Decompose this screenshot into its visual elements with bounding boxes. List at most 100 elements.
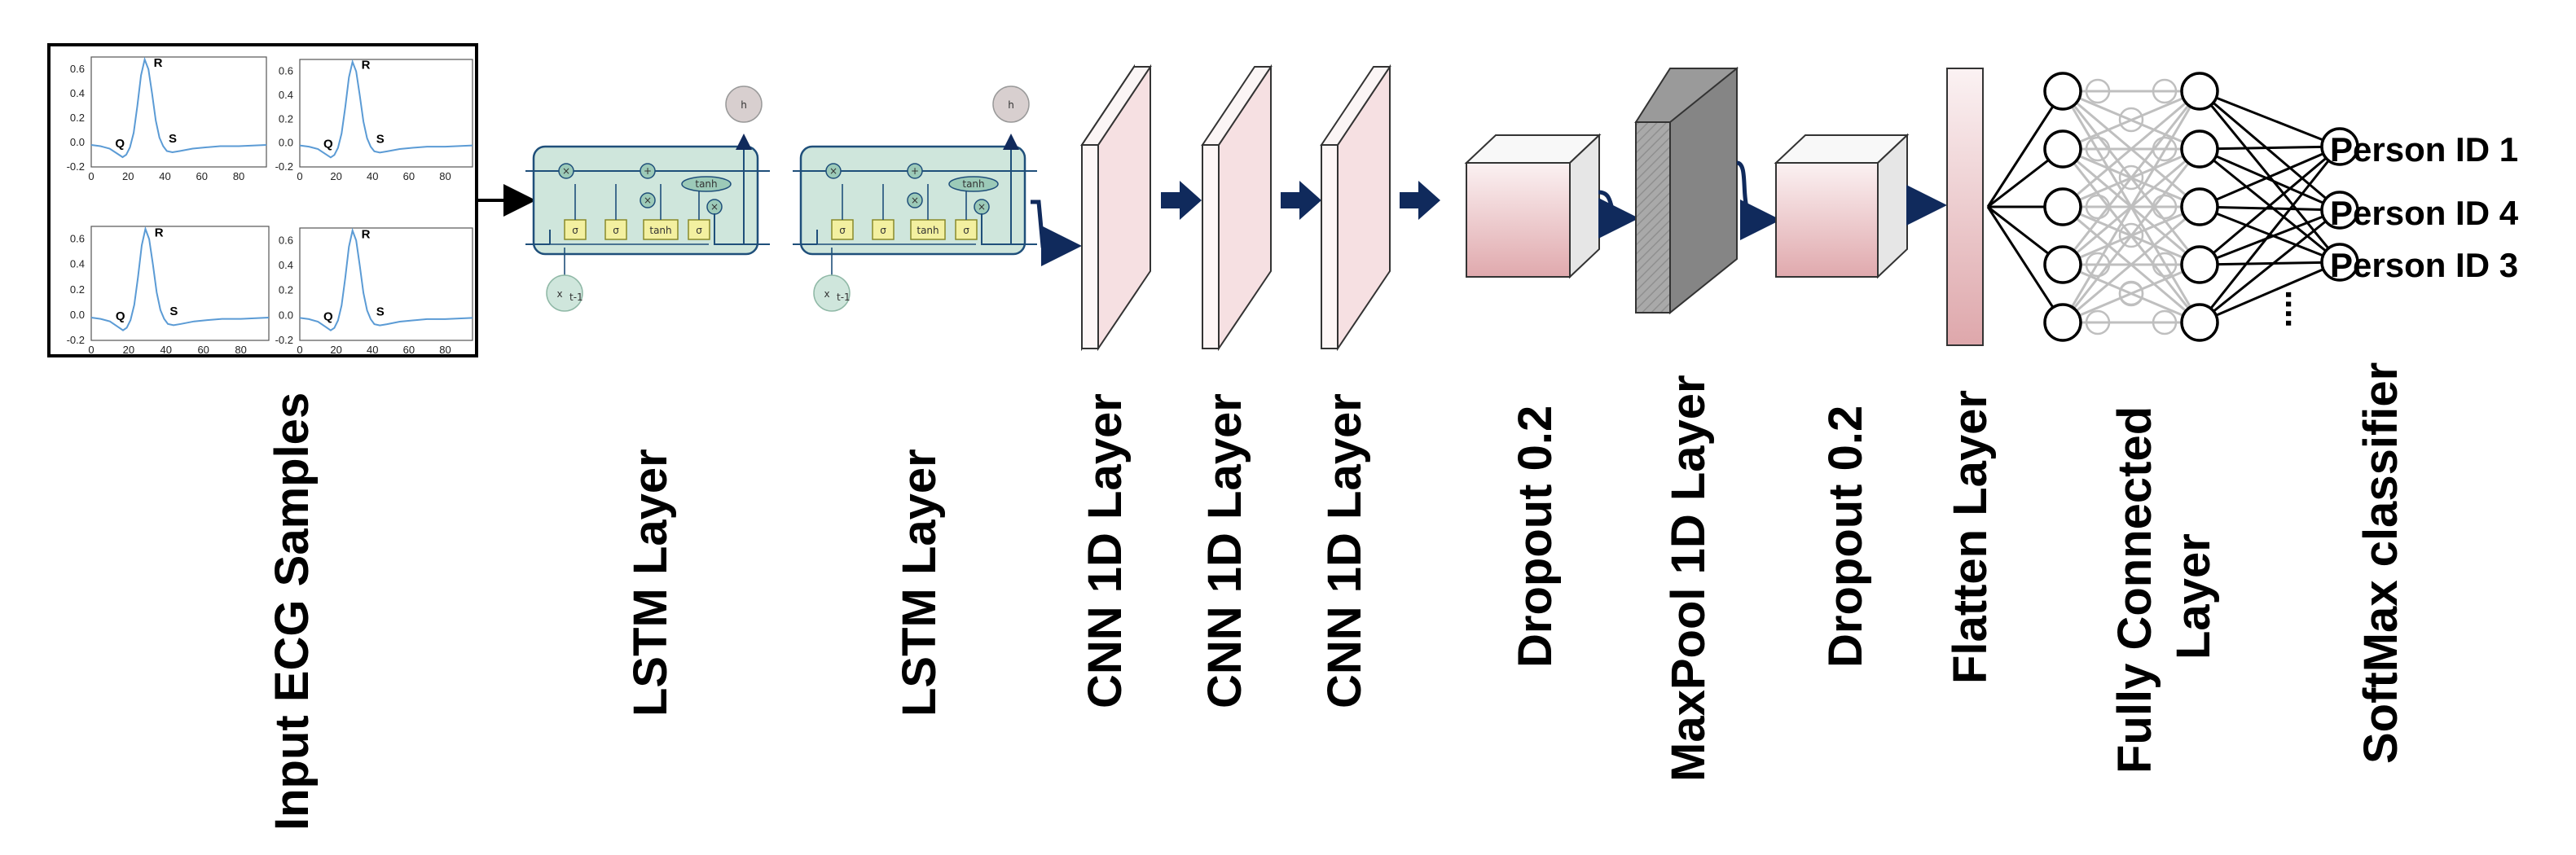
lstm-gate xyxy=(910,219,946,240)
lstm-gate-label: σ xyxy=(572,225,578,236)
softmax-output-node xyxy=(2320,191,2359,230)
ecg-r-label: R xyxy=(362,227,371,241)
ecg-ytick: 0.2 xyxy=(70,112,85,124)
cnn2-to-cnn3-arrow xyxy=(1281,181,1321,220)
ecg-xtick: 0 xyxy=(88,170,94,182)
ecg-ytick: 0.0 xyxy=(279,309,293,321)
ecg-xtick: 20 xyxy=(330,344,341,356)
label-maxpool: MaxPool 1D Layer xyxy=(1662,375,1715,782)
label-cnn-2: CNN 1D Layer xyxy=(1198,393,1251,708)
ecg-xtick: 20 xyxy=(123,344,134,356)
ecg-ytick: 0.4 xyxy=(70,87,85,99)
ecg-ytick: 0.0 xyxy=(279,137,293,149)
ecg-plot-frame xyxy=(299,227,473,341)
fc-edge-output xyxy=(2199,147,2341,212)
flatten-layer xyxy=(1946,68,1984,346)
ecg-waveform xyxy=(90,56,267,159)
ecg-ytick: 0.4 xyxy=(279,259,293,271)
ecg-ytick: -0.2 xyxy=(67,334,85,346)
ecg-r-label: R xyxy=(154,56,163,70)
fc-edge-hidden xyxy=(2061,90,2201,323)
ecg-xtick: 0 xyxy=(88,344,94,356)
ecg-ytick: 0.4 xyxy=(70,258,85,270)
label-softmax: SoftMax classifier xyxy=(2354,362,2407,764)
lstm-tanh xyxy=(681,176,732,192)
fc-edge-output xyxy=(2199,90,2341,212)
ecg-s-label: S xyxy=(376,305,385,318)
ecg-xtick: 60 xyxy=(196,170,208,182)
ecg-xtick: 80 xyxy=(235,344,246,356)
fc-hidden-node xyxy=(2085,136,2111,162)
lstm-op-label: × xyxy=(710,201,719,213)
input-node xyxy=(813,274,851,312)
fc-hidden-node xyxy=(2118,164,2144,191)
fc-node xyxy=(2043,129,2082,169)
fc-edge-output xyxy=(2199,261,2341,324)
ecg-xtick: 60 xyxy=(197,344,209,356)
label-dropout-2: Dropout 0.2 xyxy=(1819,406,1872,668)
lstm-op-label: × xyxy=(644,195,652,206)
fc-edge-hidden xyxy=(2061,148,2201,323)
ecg-xtick: 80 xyxy=(439,170,451,182)
dropout-layer-1 xyxy=(1464,133,1602,279)
lstm-gate-label: tanh xyxy=(917,225,939,236)
lstm-op xyxy=(825,163,842,179)
fc-node xyxy=(2043,187,2082,226)
ecg-ytick: 0.2 xyxy=(279,112,293,125)
ecg-r-label: R xyxy=(362,59,371,72)
fc-hidden-node xyxy=(2118,107,2144,133)
cnn3-to-dropout-arrow xyxy=(1400,181,1440,220)
label-cnn-1: CNN 1D Layer xyxy=(1079,393,1132,708)
dropout1-to-maxpool-arrow xyxy=(1598,190,1639,239)
input-node-label: x xyxy=(556,288,562,300)
output-label-3: Person ID 3 xyxy=(2330,246,2518,284)
ecg-r-label: R xyxy=(155,226,164,239)
lstm-gate xyxy=(604,219,627,240)
fc-hidden-node xyxy=(2152,309,2178,335)
ecg-xtick: 60 xyxy=(403,170,415,182)
fc-edge-hidden xyxy=(2062,90,2200,208)
fc-node xyxy=(2180,72,2219,111)
label-fc-line1: Fully Connected xyxy=(2108,406,2161,774)
ecg-ytick: 0.0 xyxy=(70,136,85,148)
lstm-gate xyxy=(643,219,679,240)
lstm-gate-label: σ xyxy=(613,225,619,236)
output-ellipsis: .... xyxy=(2279,290,2317,328)
hidden-state-node xyxy=(725,86,763,123)
label-fc-line2: Layer xyxy=(2167,533,2220,660)
lstm-op-label: + xyxy=(911,165,919,177)
cnn-layer-1 xyxy=(1080,64,1152,352)
ecg-xtick: 80 xyxy=(439,344,451,356)
fc-node xyxy=(2180,187,2219,226)
ecg-xtick: 40 xyxy=(159,170,170,182)
input-node-sub: t-1 xyxy=(837,292,851,303)
lstm-op xyxy=(907,192,923,208)
fc-edge-output xyxy=(2199,145,2341,151)
ecg-ytick: 0.0 xyxy=(70,309,85,321)
ecg-ytick: 0.2 xyxy=(279,284,293,296)
input-node-sub: t-1 xyxy=(569,292,583,303)
ecg-ytick: -0.2 xyxy=(275,160,293,173)
lstm-gate xyxy=(955,219,978,240)
fc-node xyxy=(2043,245,2082,284)
lstm-gate-label: tanh xyxy=(649,225,671,236)
lstm-gate-label: σ xyxy=(839,225,846,236)
fc-edge-input xyxy=(1986,90,2064,208)
lstm-to-cnn-arrow xyxy=(1031,200,1082,266)
ecg-xtick: 60 xyxy=(403,344,415,356)
fc-edge-hidden xyxy=(2062,90,2200,151)
ecg-ytick: 0.6 xyxy=(279,234,293,246)
ecg-q-label: Q xyxy=(116,309,125,323)
output-label-1: Person ID 1 xyxy=(2330,130,2518,169)
ecg-xtick: 0 xyxy=(297,344,302,356)
maxpool-layer xyxy=(1634,66,1739,315)
lstm-op xyxy=(907,163,923,179)
ecg-xtick: 40 xyxy=(367,344,378,356)
maxpool-to-dropout2-arrow xyxy=(1736,160,1781,240)
ecg-xtick: 80 xyxy=(233,170,244,182)
